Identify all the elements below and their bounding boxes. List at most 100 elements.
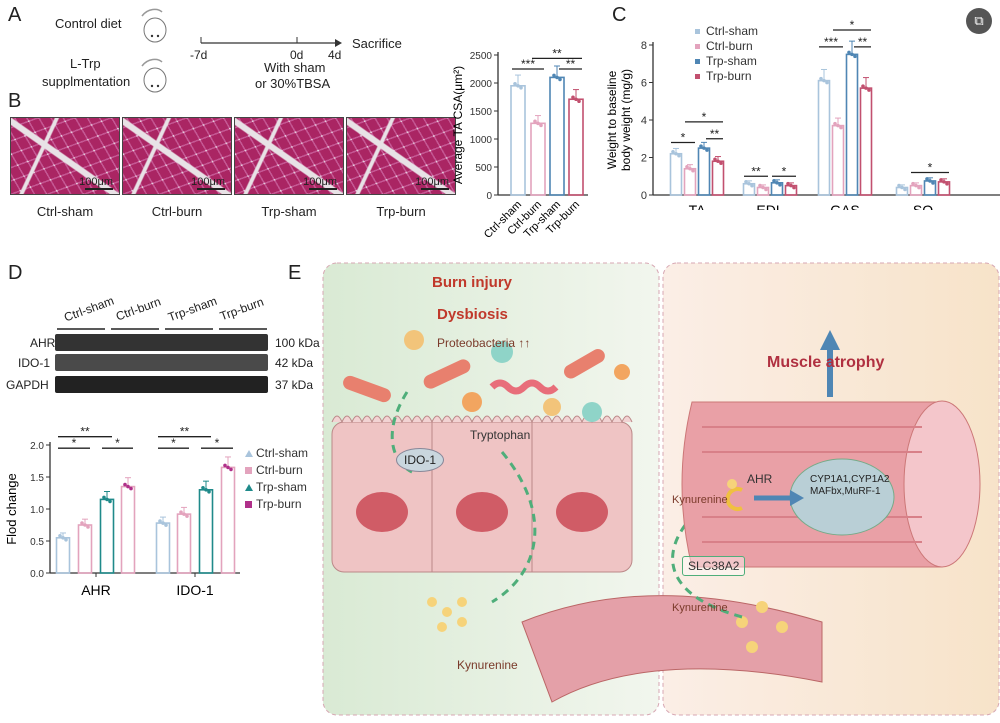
data-point [61, 536, 65, 540]
x-tick-label: EDL [756, 202, 783, 210]
significance-label: * [850, 20, 855, 32]
data-point [58, 534, 62, 538]
bar [220, 466, 236, 574]
ahr-label: AHR [747, 472, 773, 486]
data-point [903, 187, 907, 192]
y-tick-label: 4 [641, 115, 647, 127]
timeline-tick-minus7d: -7d [190, 48, 208, 62]
histology-label: Trp-burn [376, 204, 426, 219]
genes-label-1: CYP1A1,CYP1A2 [810, 474, 890, 485]
data-point [836, 123, 840, 128]
bacteria [343, 330, 630, 422]
bar [99, 498, 115, 574]
data-point [555, 75, 559, 80]
data-point [108, 499, 112, 504]
bar [711, 160, 725, 196]
significance-label: ** [751, 164, 761, 178]
data-point [900, 185, 904, 190]
proteobacteria-label: Proteobacteria ↑↑ [437, 336, 531, 350]
data-point [533, 119, 537, 124]
data-point [164, 523, 168, 527]
significance-label: * [215, 436, 220, 450]
data-point [864, 86, 868, 90]
data-point [839, 125, 843, 130]
y-axis-label: Flod change [4, 473, 19, 545]
data-point [764, 187, 768, 192]
data-point [182, 512, 186, 516]
ltrp-label: L-Trp [70, 56, 101, 71]
y-tick-label: 0.0 [30, 569, 44, 580]
bar [55, 537, 71, 574]
legend-label: Ctrl-burn [706, 39, 753, 53]
data-point [105, 497, 109, 502]
legend-label: Ctrl-sham [706, 24, 758, 38]
y-tick-label: 1000 [470, 135, 493, 146]
y-tick-label: 1500 [470, 107, 493, 118]
histology-image-ctrl-burn: 100μm [122, 117, 232, 195]
significance-label: ** [858, 35, 868, 49]
data-point [758, 183, 762, 188]
data-point [942, 180, 946, 184]
data-point [917, 185, 921, 190]
data-point [819, 76, 823, 81]
diagram-artwork [322, 262, 1000, 716]
timeline-tick-4d: 4d [328, 48, 342, 62]
data-point [775, 181, 779, 185]
tryptophan-label: Tryptophan [470, 428, 531, 442]
data-point [853, 54, 857, 59]
x-tick-label: TA [689, 202, 707, 210]
data-point [558, 77, 562, 82]
blot-group-labels: Ctrl-sham Ctrl-burn Trp-sham Trp-burn [55, 288, 270, 328]
panel-label-c: C [612, 4, 627, 26]
data-point [571, 95, 575, 100]
scale-bar: 100μm [415, 176, 449, 188]
treatment-label-1: With sham [264, 60, 326, 75]
data-point [833, 121, 837, 126]
data-point [945, 182, 949, 186]
ta-csa-chart: 05001000150020002500Ctrl-shamCtrl-burnTr… [451, 46, 588, 241]
data-point [789, 183, 793, 188]
significance-label: * [681, 131, 686, 145]
blot-group-label: Ctrl-burn [114, 294, 163, 324]
y-tick-label: 0 [641, 190, 647, 202]
y-axis-label: body weight (mg/g) [619, 69, 633, 171]
y-tick-label: 2500 [470, 51, 493, 62]
y-tick-label: 8 [641, 40, 647, 52]
blot-group-underlines [57, 328, 267, 330]
significance-label: * [928, 161, 933, 175]
timeline-tick-0d: 0d [290, 48, 304, 62]
legend-marker [245, 450, 253, 457]
data-point [126, 484, 130, 489]
y-tick-label: 2000 [470, 79, 493, 90]
bar [549, 76, 565, 196]
legend-label: Trp-burn [706, 69, 752, 83]
data-point [185, 514, 189, 518]
data-point [778, 183, 782, 187]
dysbiosis-label: Dysbiosis [437, 306, 508, 323]
treatment-label-2: or 30%TBSA [255, 76, 331, 91]
bar [530, 122, 546, 196]
legend-marker [245, 501, 252, 508]
legend-label: Ctrl-burn [256, 463, 303, 477]
muscle-atrophy-label: Muscle atrophy [767, 354, 885, 371]
slc38a2-transporter-label: SLC38A2 [682, 556, 746, 576]
data-point [83, 523, 87, 527]
bar [120, 485, 136, 574]
significance-label: ** [80, 425, 90, 439]
data-point [713, 157, 717, 162]
significance-label: * [782, 164, 787, 178]
y-tick-label: 1.5 [30, 473, 44, 484]
x-tick-label: IDO-1 [176, 582, 214, 598]
translate-icon[interactable]: ⧉ [966, 8, 992, 34]
blot-group-label: Ctrl-sham [62, 293, 116, 325]
bar [817, 79, 831, 196]
legend-label: Trp-sham [256, 480, 307, 494]
mouse-icon [141, 58, 167, 93]
blot-size-label: 42 kDa [275, 356, 314, 370]
data-point [825, 80, 829, 85]
data-point [685, 164, 689, 169]
kynurenine-dots [427, 597, 788, 653]
control-diet-label: Control diet [55, 16, 122, 31]
data-point [102, 495, 106, 500]
blot-band-gapdh [55, 376, 268, 393]
